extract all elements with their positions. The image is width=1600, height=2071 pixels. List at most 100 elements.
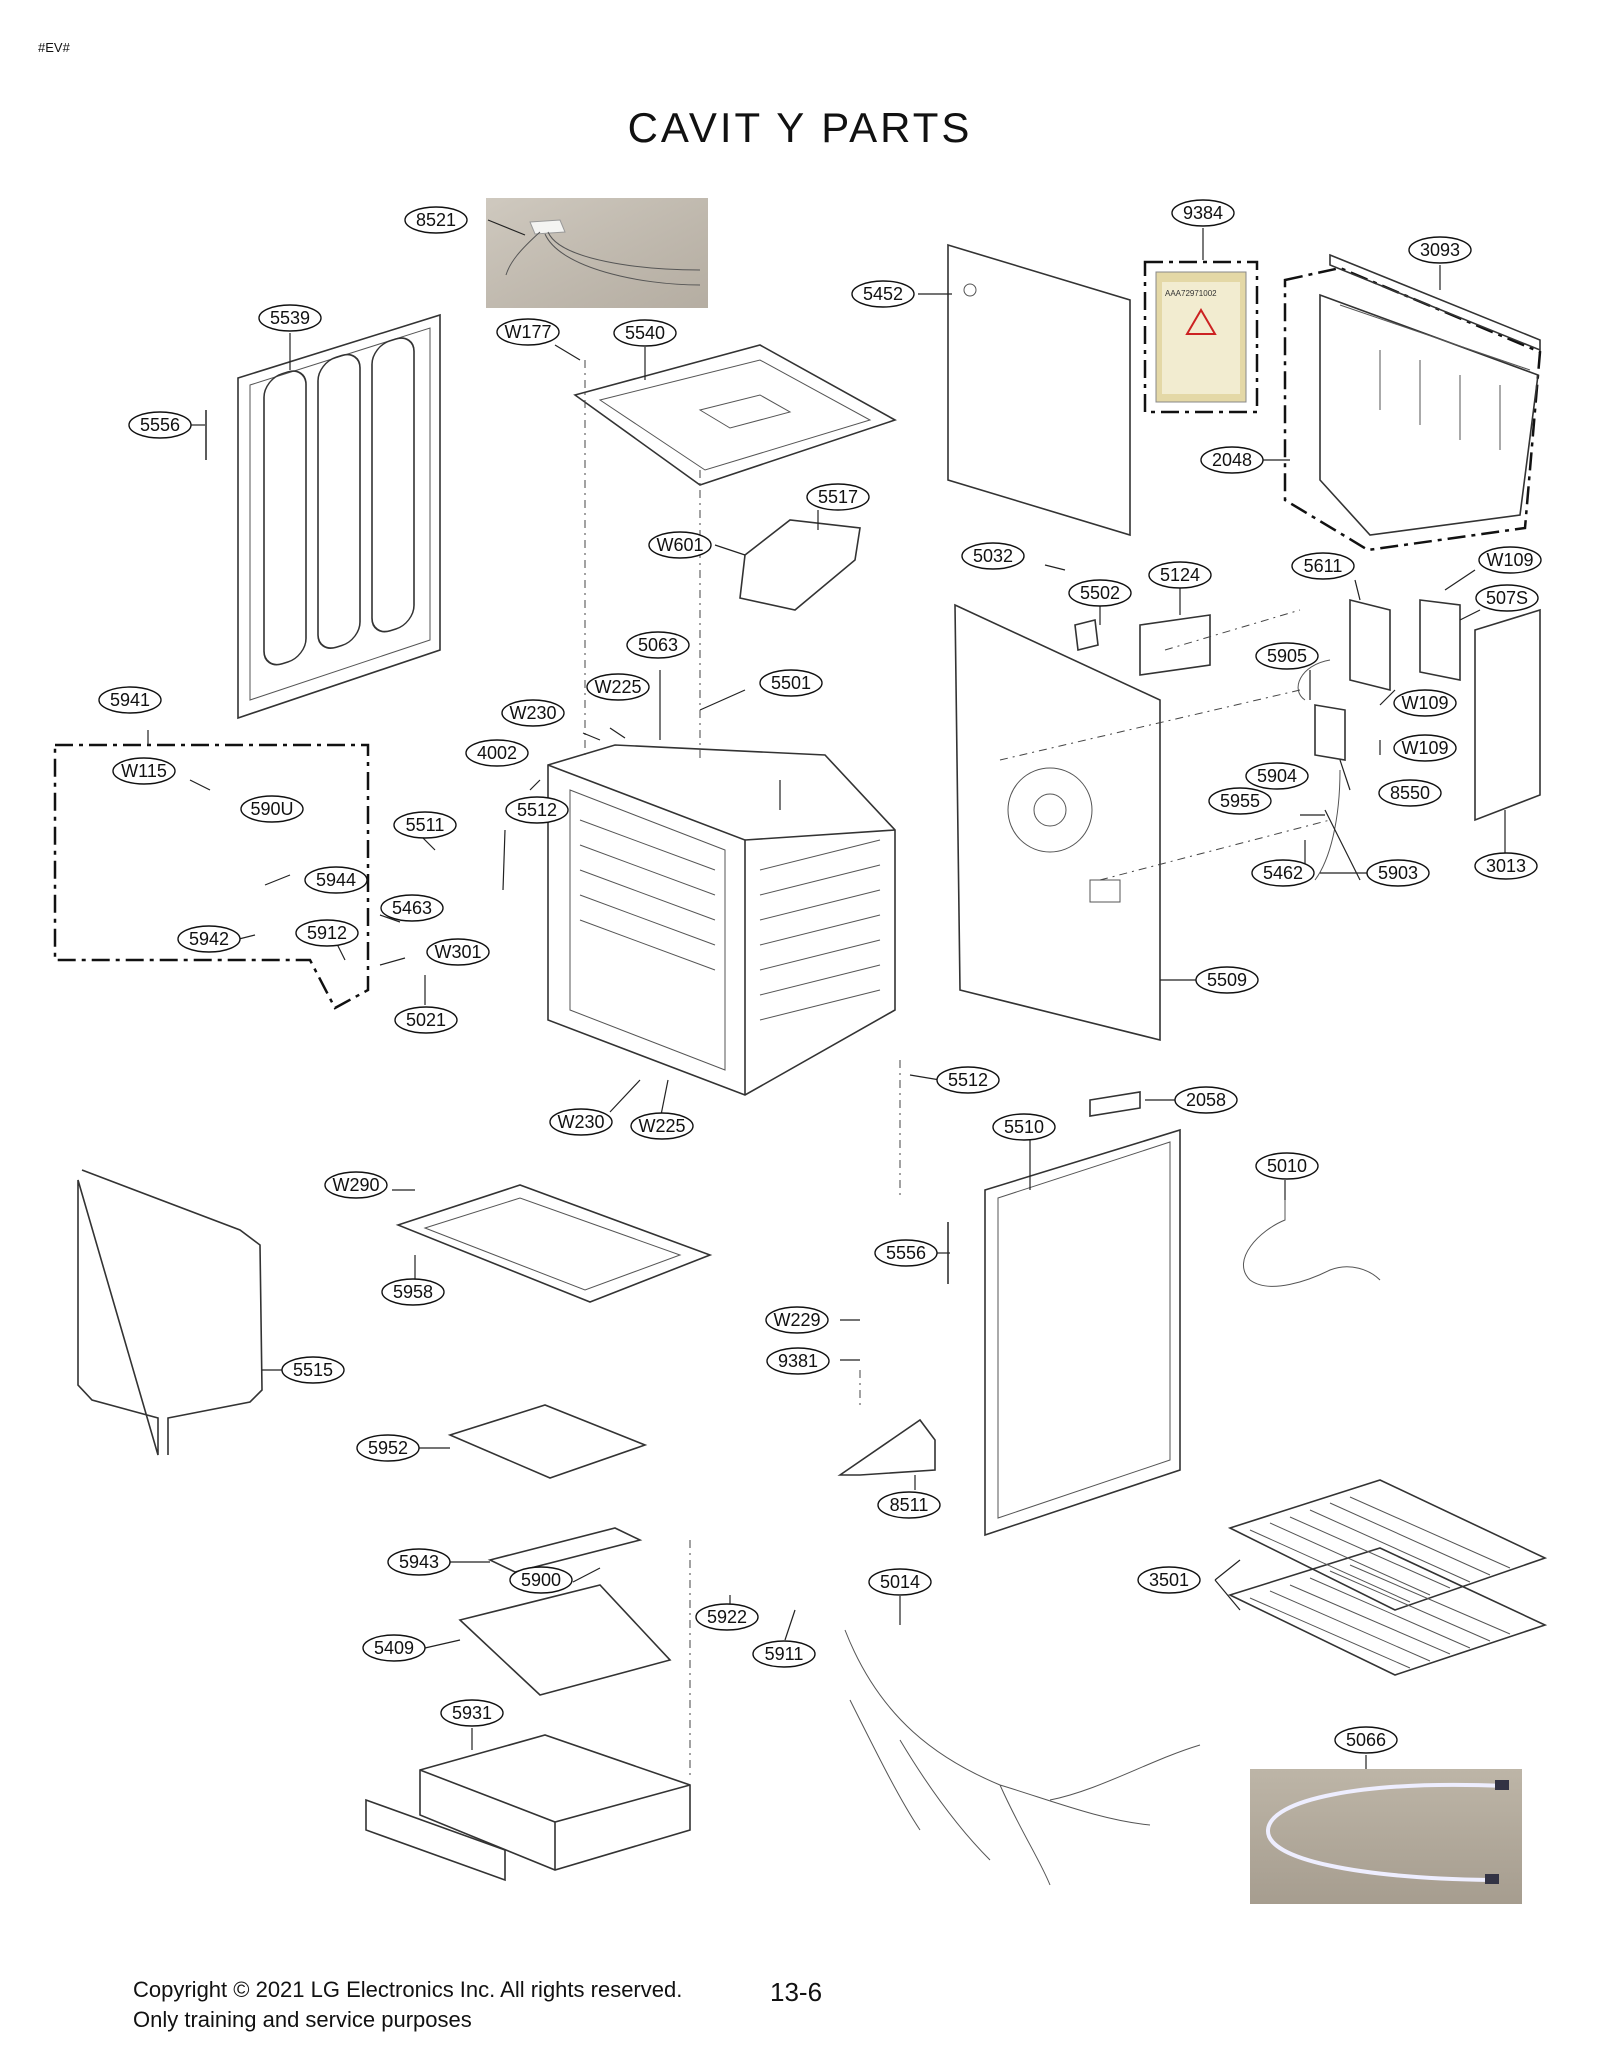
photo-8521 bbox=[486, 198, 708, 308]
part-5509-rear-panel bbox=[954, 603, 1161, 1042]
callout-5021: 5021 bbox=[394, 1006, 458, 1034]
callout-ellipse bbox=[1137, 1566, 1201, 1594]
callout-ellipse bbox=[505, 796, 569, 824]
callout-text: 5124 bbox=[1160, 565, 1200, 585]
callout-text: 5556 bbox=[140, 415, 180, 435]
callout-ellipse bbox=[380, 894, 444, 922]
part-5502 bbox=[1074, 619, 1099, 651]
callout-text: W229 bbox=[773, 1310, 820, 1330]
callout-text: 5462 bbox=[1263, 863, 1303, 883]
callout-w230: W230 bbox=[501, 699, 565, 727]
callout-w109: W109 bbox=[1478, 546, 1542, 574]
callout-5922: 5922 bbox=[695, 1603, 759, 1631]
callout-ellipse bbox=[501, 699, 565, 727]
footer-copyright-block: Copyright © 2021 LG Electronics Inc. All… bbox=[133, 1975, 682, 2035]
callout-ellipse bbox=[381, 1278, 445, 1306]
callout-text: 5941 bbox=[110, 690, 150, 710]
part-5124-fan bbox=[1139, 614, 1211, 676]
callout-text: 5931 bbox=[452, 1703, 492, 1723]
callout-text: 8511 bbox=[890, 1495, 929, 1515]
callout-5512: 5512 bbox=[936, 1066, 1000, 1094]
callout-w601: W601 bbox=[648, 531, 712, 559]
callout-5010: 5010 bbox=[1255, 1152, 1319, 1180]
callout-w225: W225 bbox=[630, 1112, 694, 1140]
callout-5903: 5903 bbox=[1366, 859, 1430, 887]
callout-text: 5014 bbox=[880, 1572, 920, 1592]
callout-5462: 5462 bbox=[1251, 859, 1315, 887]
callout-text: W230 bbox=[509, 703, 556, 723]
callout-ellipse bbox=[586, 673, 650, 701]
callout-w225: W225 bbox=[586, 673, 650, 701]
callout-text: W601 bbox=[656, 535, 703, 555]
callout-5556: 5556 bbox=[128, 411, 192, 439]
callout-text: 5021 bbox=[406, 1010, 446, 1030]
callout-text: 5452 bbox=[863, 284, 903, 304]
callout-ellipse bbox=[128, 411, 192, 439]
callout-ellipse bbox=[324, 1171, 388, 1199]
callout-3013: 3013 bbox=[1474, 852, 1538, 880]
callout-text: 5510 bbox=[1004, 1117, 1044, 1137]
callout-ellipse bbox=[1068, 579, 1132, 607]
callout-ellipse bbox=[1208, 787, 1272, 815]
callout-5066: 5066 bbox=[1334, 1726, 1398, 1754]
callout-w115: W115 bbox=[112, 757, 176, 785]
callout-text: 5911 bbox=[765, 1644, 804, 1664]
callout-590u: 590U bbox=[240, 795, 304, 823]
callout-ellipse bbox=[868, 1568, 932, 1596]
callout-w109: W109 bbox=[1393, 689, 1457, 717]
callout-ellipse bbox=[626, 631, 690, 659]
callout-text: W225 bbox=[594, 677, 641, 697]
callout-text: 5010 bbox=[1267, 1156, 1307, 1176]
callout-text: 5512 bbox=[948, 1070, 988, 1090]
callout-text: 5952 bbox=[368, 1438, 408, 1458]
part-5904-valve bbox=[1314, 704, 1346, 761]
part-oven-cavity bbox=[547, 744, 896, 1096]
callout-text: 8521 bbox=[416, 210, 456, 230]
kit-box-2048 bbox=[1283, 266, 1542, 552]
callout-5014: 5014 bbox=[868, 1568, 932, 1596]
callout-text: 5922 bbox=[707, 1607, 747, 1627]
callout-text: 5540 bbox=[625, 323, 665, 343]
part-5952-plate bbox=[447, 1404, 648, 1479]
callout-w229: W229 bbox=[765, 1306, 829, 1334]
callout-ellipse bbox=[765, 1306, 829, 1334]
callout-3501: 3501 bbox=[1137, 1566, 1201, 1594]
callout-ellipse bbox=[1474, 852, 1538, 880]
part-5517-duct bbox=[739, 519, 861, 611]
part-5452-back-panel bbox=[947, 243, 1131, 537]
callout-text: 5066 bbox=[1346, 1730, 1386, 1750]
callout-text: W177 bbox=[504, 322, 551, 342]
callout-5952: 5952 bbox=[356, 1434, 420, 1462]
callout-text: W290 bbox=[332, 1175, 379, 1195]
callout-ellipse bbox=[1366, 859, 1430, 887]
callout-text: W109 bbox=[1401, 693, 1448, 713]
callout-ellipse bbox=[1174, 1086, 1238, 1114]
callout-ellipse bbox=[281, 1356, 345, 1384]
callout-text: 5509 bbox=[1207, 970, 1247, 990]
callout-ellipse bbox=[98, 686, 162, 714]
callout-ellipse bbox=[112, 757, 176, 785]
callout-text: 9381 bbox=[778, 1351, 818, 1371]
callout-ellipse bbox=[936, 1066, 1000, 1094]
callout-ellipse bbox=[177, 925, 241, 953]
part-3093-strip bbox=[1329, 253, 1541, 352]
callout-ellipse bbox=[1255, 1152, 1319, 1180]
page-number: 13-6 bbox=[770, 1977, 823, 2007]
callout-ellipse bbox=[465, 739, 529, 767]
callout-3093: 3093 bbox=[1408, 236, 1472, 264]
callout-4002: 4002 bbox=[465, 739, 529, 767]
callout-text: 3013 bbox=[1486, 856, 1526, 876]
callout-9384: 9384 bbox=[1171, 199, 1235, 227]
callout-ellipse bbox=[752, 1640, 816, 1668]
callout-5540: 5540 bbox=[613, 319, 677, 347]
callout-text: 3093 bbox=[1420, 240, 1460, 260]
callout-5611: 5611 bbox=[1291, 552, 1355, 580]
callout-ellipse bbox=[1245, 762, 1309, 790]
callout-5941: 5941 bbox=[98, 686, 162, 714]
part-5611-bracket bbox=[1349, 598, 1391, 692]
part-8511-bracket bbox=[837, 1418, 936, 1476]
callout-text: 8550 bbox=[1390, 783, 1430, 803]
callout-text: 5539 bbox=[270, 308, 310, 328]
callout-5900: 5900 bbox=[509, 1566, 573, 1594]
